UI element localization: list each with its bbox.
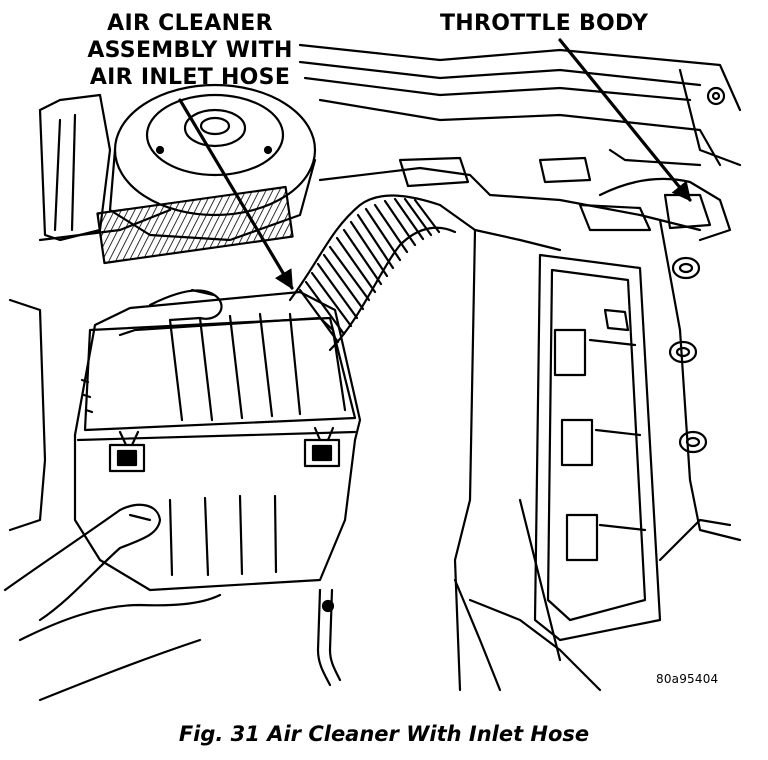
throttle-body-callout: THROTTLE BODY: [440, 11, 649, 36]
lower-hose: [316, 588, 342, 687]
engine-block-lines: [453, 498, 602, 692]
figure-caption: Fig. 31 Air Cleaner With Inlet Hose: [178, 722, 590, 746]
air-cleaner-callout-line-2: ASSEMBLY WITH: [87, 38, 293, 63]
reference-code: 80a95404: [656, 672, 719, 686]
intake-plenum: [318, 156, 732, 692]
fender-structure: [8, 93, 172, 532]
throttle-body-leader-arrow: [558, 38, 692, 202]
air-cleaner-housing: [73, 290, 362, 592]
cowl-panel: [298, 43, 742, 167]
hatched-bracket: [96, 185, 294, 265]
air-cleaner-callout-line-3: AIR INLET HOSE: [89, 65, 291, 90]
air-inlet-hose: [288, 194, 457, 352]
air-cleaner-leader-arrow: [178, 98, 294, 290]
valve-cover: [533, 253, 662, 642]
hands-illustration: [3, 288, 223, 702]
air-cleaner-callout: AIR CLEANER ASSEMBLY WITH AIR INLET HOSE: [70, 10, 310, 91]
mounting-holes: [658, 218, 742, 562]
air-cleaner-callout-line-1: AIR CLEANER: [107, 11, 273, 36]
